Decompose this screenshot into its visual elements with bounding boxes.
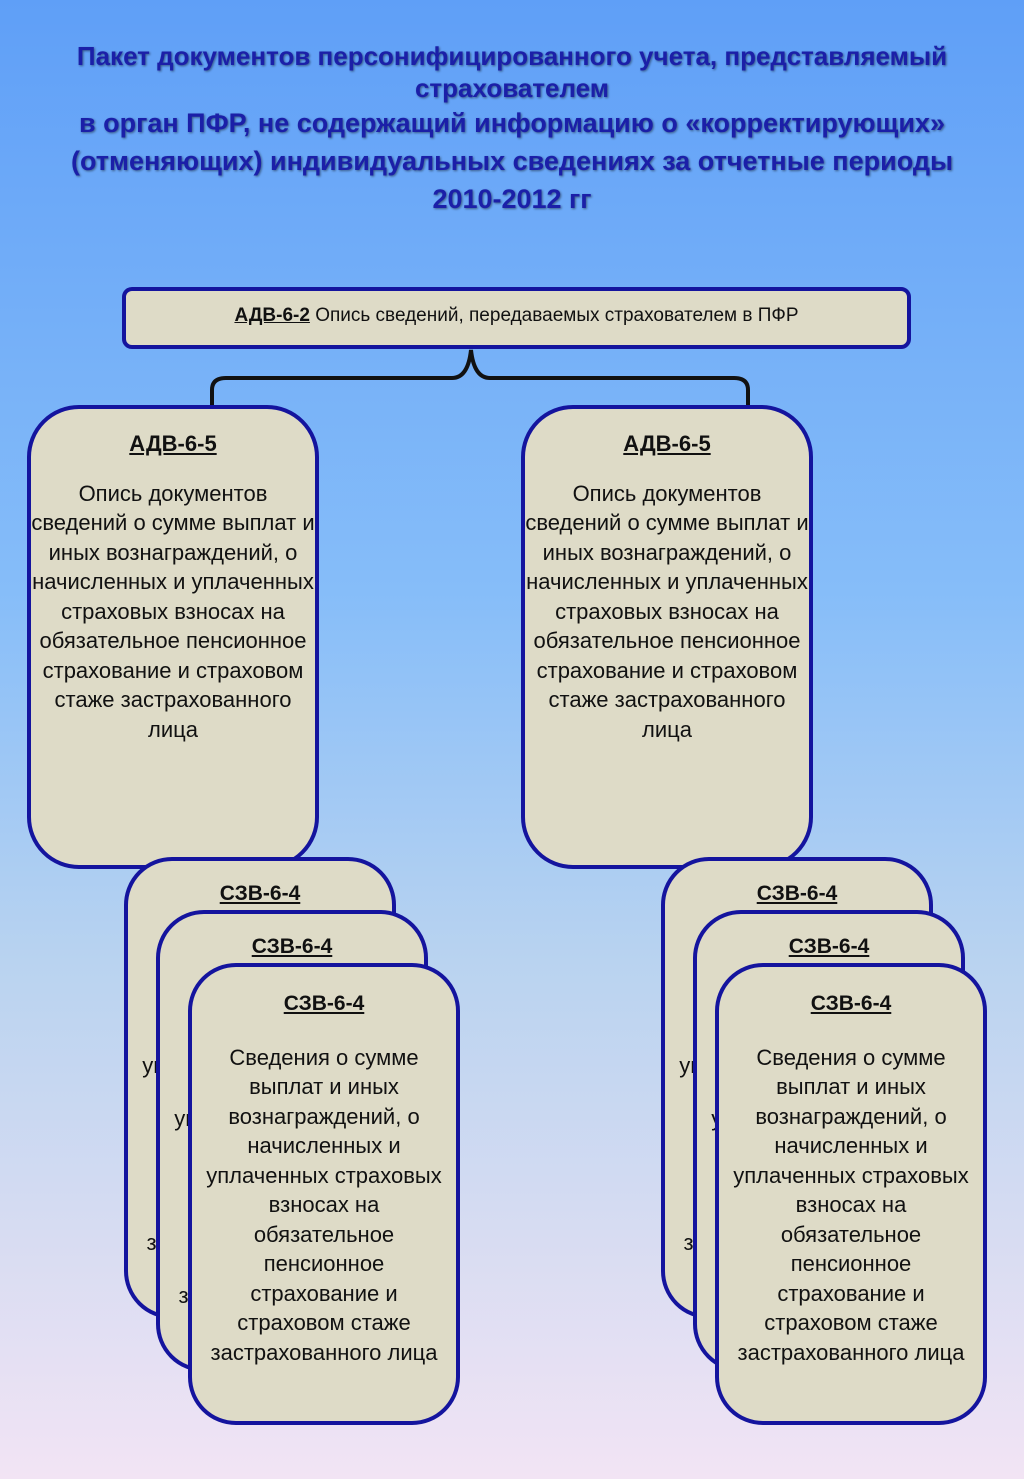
adv-6-5-text: Опись документов сведений о сумме выплат… [525, 480, 809, 742]
adv-6-5-box-right: АДВ-6-5 Опись документов сведений о сумм… [521, 405, 813, 869]
bracket-connector [210, 349, 750, 406]
adv-6-2-text: Опись сведений, передаваемых страховател… [315, 305, 799, 326]
title-line-2: в орган ПФР, не содержащий информацию о … [70, 108, 954, 214]
szv-6-4-code: СЗВ-6-4 [251, 935, 333, 958]
szv-6-4-code: СЗВ-6-4 [788, 935, 870, 958]
szv-6-4-code: СЗВ-6-4 [219, 882, 301, 905]
adv-6-5-code: АДВ-6-5 [129, 431, 217, 456]
adv-6-5-text: Опись документов сведений о сумме выплат… [31, 480, 315, 742]
adv-6-5-code: АДВ-6-5 [623, 431, 711, 456]
szv-6-4-card-left-front: СЗВ-6-4 Сведения о сумме выплат и иных в… [188, 963, 460, 1425]
adv-6-2-code: АДВ-6-2 [234, 305, 310, 326]
szv-6-4-card-right-front: СЗВ-6-4 Сведения о сумме выплат и иных в… [715, 963, 987, 1425]
adv-6-5-box-left: АДВ-6-5 Опись документов сведений о сумм… [27, 405, 319, 869]
page-title: Пакет документов персонифицированного уч… [40, 40, 984, 218]
szv-6-4-code: СЗВ-6-4 [283, 992, 365, 1015]
szv-6-4-text: Сведения о сумме выплат и иных вознаграж… [733, 1044, 969, 1365]
szv-6-4-text: Сведения о сумме выплат и иных вознаграж… [206, 1044, 442, 1365]
szv-6-4-code: СЗВ-6-4 [810, 992, 892, 1015]
title-line-1: Пакет документов персонифицированного уч… [76, 41, 948, 103]
szv-6-4-code: СЗВ-6-4 [756, 882, 838, 905]
adv-6-2-box: АДВ-6-2 Опись сведений, передаваемых стр… [122, 287, 911, 349]
